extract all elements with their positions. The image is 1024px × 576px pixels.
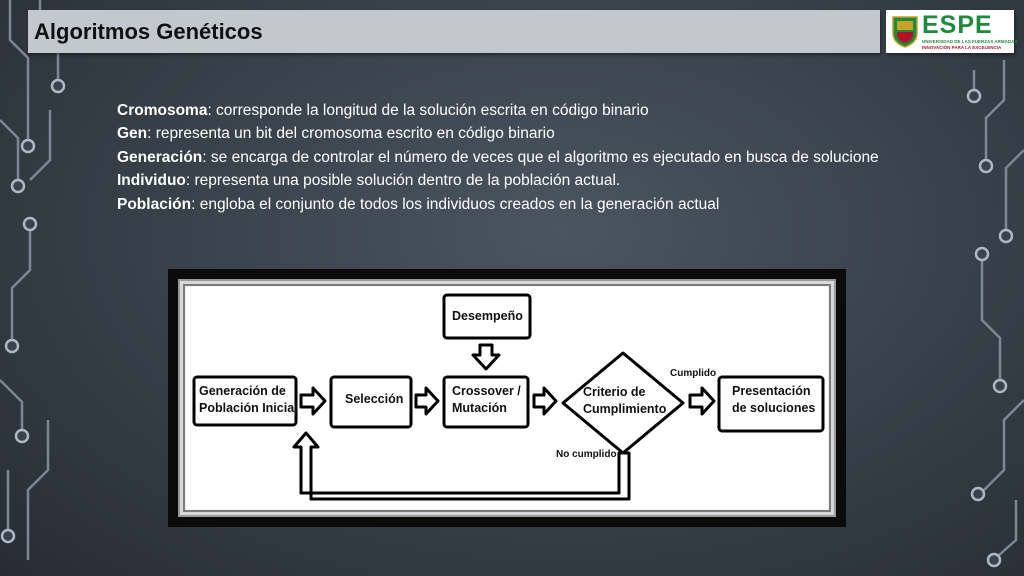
definition-item: Generación: se encarga de controlar el n…: [117, 146, 917, 169]
flow-diagram-shapes: [192, 293, 825, 501]
node-label-crossover-line2: Mutación: [452, 401, 507, 415]
node-label-criterion-line2: Cumplimiento: [583, 402, 667, 416]
logo-name: ESPE: [922, 11, 993, 39]
circuit-decoration-left: [0, 0, 66, 560]
node-label-presentation-line1: Presentación: [732, 384, 811, 398]
node-label-init-line2: Población Inicial: [199, 401, 298, 415]
definition-item: Gen: representa un bit del cromosoma esc…: [117, 122, 917, 145]
logo-tagline: INNOVACIÓN PARA LA EXCELENCIA: [922, 45, 1002, 50]
definition-item: Cromosoma: corresponde la longitud de la…: [117, 99, 917, 122]
definition-separator: :: [185, 172, 191, 190]
node-label-crossover: Crossover / Mutación: [452, 383, 521, 417]
circuit-decoration-right: [966, 60, 1024, 568]
slide-title: Algoritmos Genéticos: [34, 19, 263, 44]
definition-term: Generación: [117, 148, 203, 166]
arrow-crossover-to-criterion: [532, 386, 558, 416]
node-box-selection: [329, 375, 413, 429]
espe-logo: ESPE UNIVERSIDAD DE LAS FUERZAS ARMADAS …: [886, 10, 1018, 53]
edge-label-met: Cumplido: [670, 368, 717, 379]
node-label-crossover-line1: Crossover /: [452, 384, 521, 398]
definition-separator: :: [202, 148, 207, 166]
node-label-init: Generación de Población Inicial: [199, 383, 298, 417]
node-label-selection: Selección: [345, 392, 404, 406]
node-label-criterion: Criterio de Cumplimiento: [583, 384, 666, 418]
node-label-criterion-line1: Criterio de: [583, 385, 646, 399]
definition-text: se encarga de controlar el número de vec…: [206, 148, 879, 166]
definition-separator: :: [147, 125, 152, 143]
node-label-presentation-line2: de soluciones: [732, 401, 816, 415]
title-bar: Algoritmos Genéticos: [28, 10, 880, 53]
definition-term: Gen: [117, 125, 148, 143]
node-box-crossover: [442, 375, 530, 429]
definition-text: engloba el conjunto de todos los individ…: [195, 195, 720, 213]
flow-diagram-frame: Generación de Población Inicial Selecció…: [168, 269, 846, 527]
node-box-init: [192, 375, 298, 427]
node-box-performance: [442, 293, 532, 340]
definition-term: Individuo: [117, 172, 186, 190]
definition-item: Población: engloba el conjunto de todos …: [117, 193, 917, 216]
definition-text: corresponde la longitud de la solución e…: [211, 102, 649, 119]
definitions-list: Cromosoma: corresponde la longitud de la…: [117, 99, 917, 216]
node-label-presentation: Presentación de soluciones: [732, 383, 815, 417]
edge-label-not-met: No cumplido: [556, 449, 617, 460]
logo-subtitle: UNIVERSIDAD DE LAS FUERZAS ARMADAS: [922, 39, 1018, 44]
shield-icon: [892, 16, 918, 48]
definition-text: representa un bit del cromosoma escrito …: [151, 125, 555, 143]
definition-text: representa una posible solución dentro d…: [190, 172, 621, 190]
definition-separator: :: [207, 102, 212, 119]
flow-diagram: Generación de Población Inicial Selecció…: [186, 287, 828, 509]
definition-term: Cromosoma: [117, 102, 208, 119]
arrow-performance-to-crossover: [471, 343, 501, 371]
arrow-criterion-to-presentation: [688, 386, 716, 416]
arrow-feedback-loop: [292, 431, 631, 501]
node-label-init-line1: Generación de: [199, 384, 286, 398]
arrow-selection-to-crossover: [414, 386, 440, 416]
definition-term: Población: [117, 195, 192, 213]
arrow-init-to-selection: [299, 386, 327, 416]
node-box-presentation: [717, 375, 825, 433]
definition-item: Individuo: representa una posible soluci…: [117, 169, 917, 192]
node-label-performance: Desempeño: [452, 309, 523, 323]
definition-separator: :: [191, 195, 196, 213]
